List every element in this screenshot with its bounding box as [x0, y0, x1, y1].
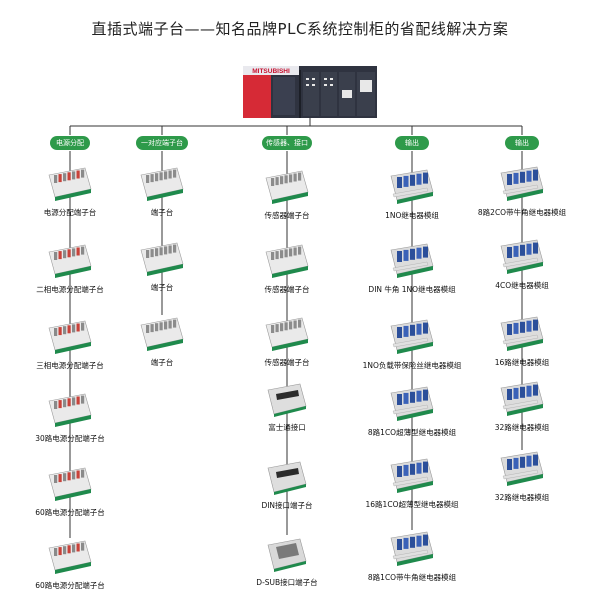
power-module-image [48, 244, 92, 278]
module-label: 端子台 [150, 208, 174, 217]
category-badge: 传感器、接口 [262, 136, 312, 150]
module-label: 60路电源分配端子台 [35, 581, 105, 590]
dsub-module-image [267, 538, 307, 572]
relay-module-image [390, 458, 434, 493]
relay-module-image [500, 166, 544, 201]
module-label: 16路继电器模组 [494, 358, 550, 367]
relay-module-image [390, 319, 434, 354]
terminal-module-image [140, 317, 184, 351]
module-label: 端子台 [150, 358, 174, 367]
module-label: 32路继电器模组 [494, 493, 550, 502]
module-item: 1NO负载带保险丝继电器模组 [357, 316, 467, 371]
module-label: D-SUB接口端子台 [256, 578, 318, 587]
module-item: 32路继电器模组 [467, 448, 577, 503]
relay-module-image [390, 386, 434, 421]
module-label: 端子台 [150, 283, 174, 292]
connector-module-image [267, 461, 307, 495]
module-item: DIN接口端子台 [232, 456, 342, 511]
power-module-image [48, 540, 92, 574]
plc-brand-text: MITSUBISHI [252, 68, 290, 75]
module-item: 三相电源分配端子台 [15, 316, 125, 371]
relay-module-image [390, 243, 434, 278]
module-item: 电源分配端子台 [15, 163, 125, 218]
module-label: 30路电源分配端子台 [35, 434, 105, 443]
module-item: D-SUB接口端子台 [232, 533, 342, 588]
module-item: DIN 牛角 1NO继电器模组 [357, 240, 467, 295]
module-item: 1NO继电器模组 [357, 166, 467, 221]
category-badge: 输出 [395, 136, 429, 150]
category-badge: 电源分配 [50, 136, 90, 150]
module-label: 4CO继电器模组 [495, 281, 549, 290]
module-item: 端子台 [107, 238, 217, 293]
power-module-image [48, 320, 92, 354]
module-label: 8路1CO超薄型继电器模组 [367, 428, 457, 437]
module-item: 4CO继电器模组 [467, 236, 577, 291]
module-item: 端子台 [107, 163, 217, 218]
module-item: 8路1CO带牛角继电器模组 [357, 528, 467, 583]
module-label: 8路2CO带牛角继电器模组 [477, 208, 567, 217]
module-item: 16路继电器模组 [467, 313, 577, 368]
plc-controller-image: MITSUBISHI [243, 66, 377, 118]
module-label: 传感器端子台 [264, 358, 310, 367]
module-label: 8路1CO带牛角继电器模组 [367, 573, 457, 582]
module-label: 32路继电器模组 [494, 423, 550, 432]
module-label: 1NO负载带保险丝继电器模组 [362, 361, 462, 370]
module-item: 32路继电器模组 [467, 378, 577, 433]
module-item: 传感器端子台 [232, 166, 342, 221]
module-label: DIN接口端子台 [261, 501, 313, 510]
module-label: 三相电源分配端子台 [36, 361, 104, 370]
relay-module-image [390, 531, 434, 566]
module-label: 富士通接口 [268, 423, 306, 432]
power-module-image [48, 167, 92, 201]
relay-module-image [500, 316, 544, 351]
module-label: 传感器端子台 [264, 211, 310, 220]
module-label: 二相电源分配端子台 [36, 285, 104, 294]
category-badge: 输出 [505, 136, 539, 150]
module-item: 传感器端子台 [232, 313, 342, 368]
module-item: 30路电源分配端子台 [15, 389, 125, 444]
module-label: 60路电源分配端子台 [35, 508, 105, 517]
module-item: 传感器端子台 [232, 240, 342, 295]
module-label: 16路1CO超薄型继电器模组 [365, 500, 459, 509]
module-item: 16路1CO超薄型继电器模组 [357, 455, 467, 510]
module-label: 传感器端子台 [264, 285, 310, 294]
relay-module-image [500, 381, 544, 416]
sensor-module-image [265, 170, 309, 204]
terminal-module-image [140, 242, 184, 276]
relay-module-image [500, 239, 544, 274]
power-module-image [48, 393, 92, 427]
module-item: 富士通接口 [232, 378, 342, 433]
module-item: 端子台 [107, 313, 217, 368]
category-badge: 一对应端子台 [136, 136, 188, 150]
connector-module-image [267, 383, 307, 417]
page-title: 直插式端子台——知名品牌PLC系统控制柜的省配线解决方案 [91, 20, 509, 38]
module-item: 60路电源分配端子台 [15, 463, 125, 518]
terminal-module-image [140, 167, 184, 201]
module-label: 1NO继电器模组 [385, 211, 439, 220]
sensor-module-image [265, 244, 309, 278]
relay-module-image [390, 169, 434, 204]
module-item: 8路1CO超薄型继电器模组 [357, 383, 467, 438]
sensor-module-image [265, 317, 309, 351]
plc-brand-plate [243, 66, 299, 75]
module-item: 二相电源分配端子台 [15, 240, 125, 295]
relay-module-image [500, 451, 544, 486]
module-item: 8路2CO带牛角继电器模组 [467, 163, 577, 218]
power-module-image [48, 467, 92, 501]
module-label: DIN 牛角 1NO继电器模组 [368, 285, 456, 294]
module-item: 60路电源分配端子台 [15, 536, 125, 591]
module-label: 电源分配端子台 [43, 208, 97, 217]
